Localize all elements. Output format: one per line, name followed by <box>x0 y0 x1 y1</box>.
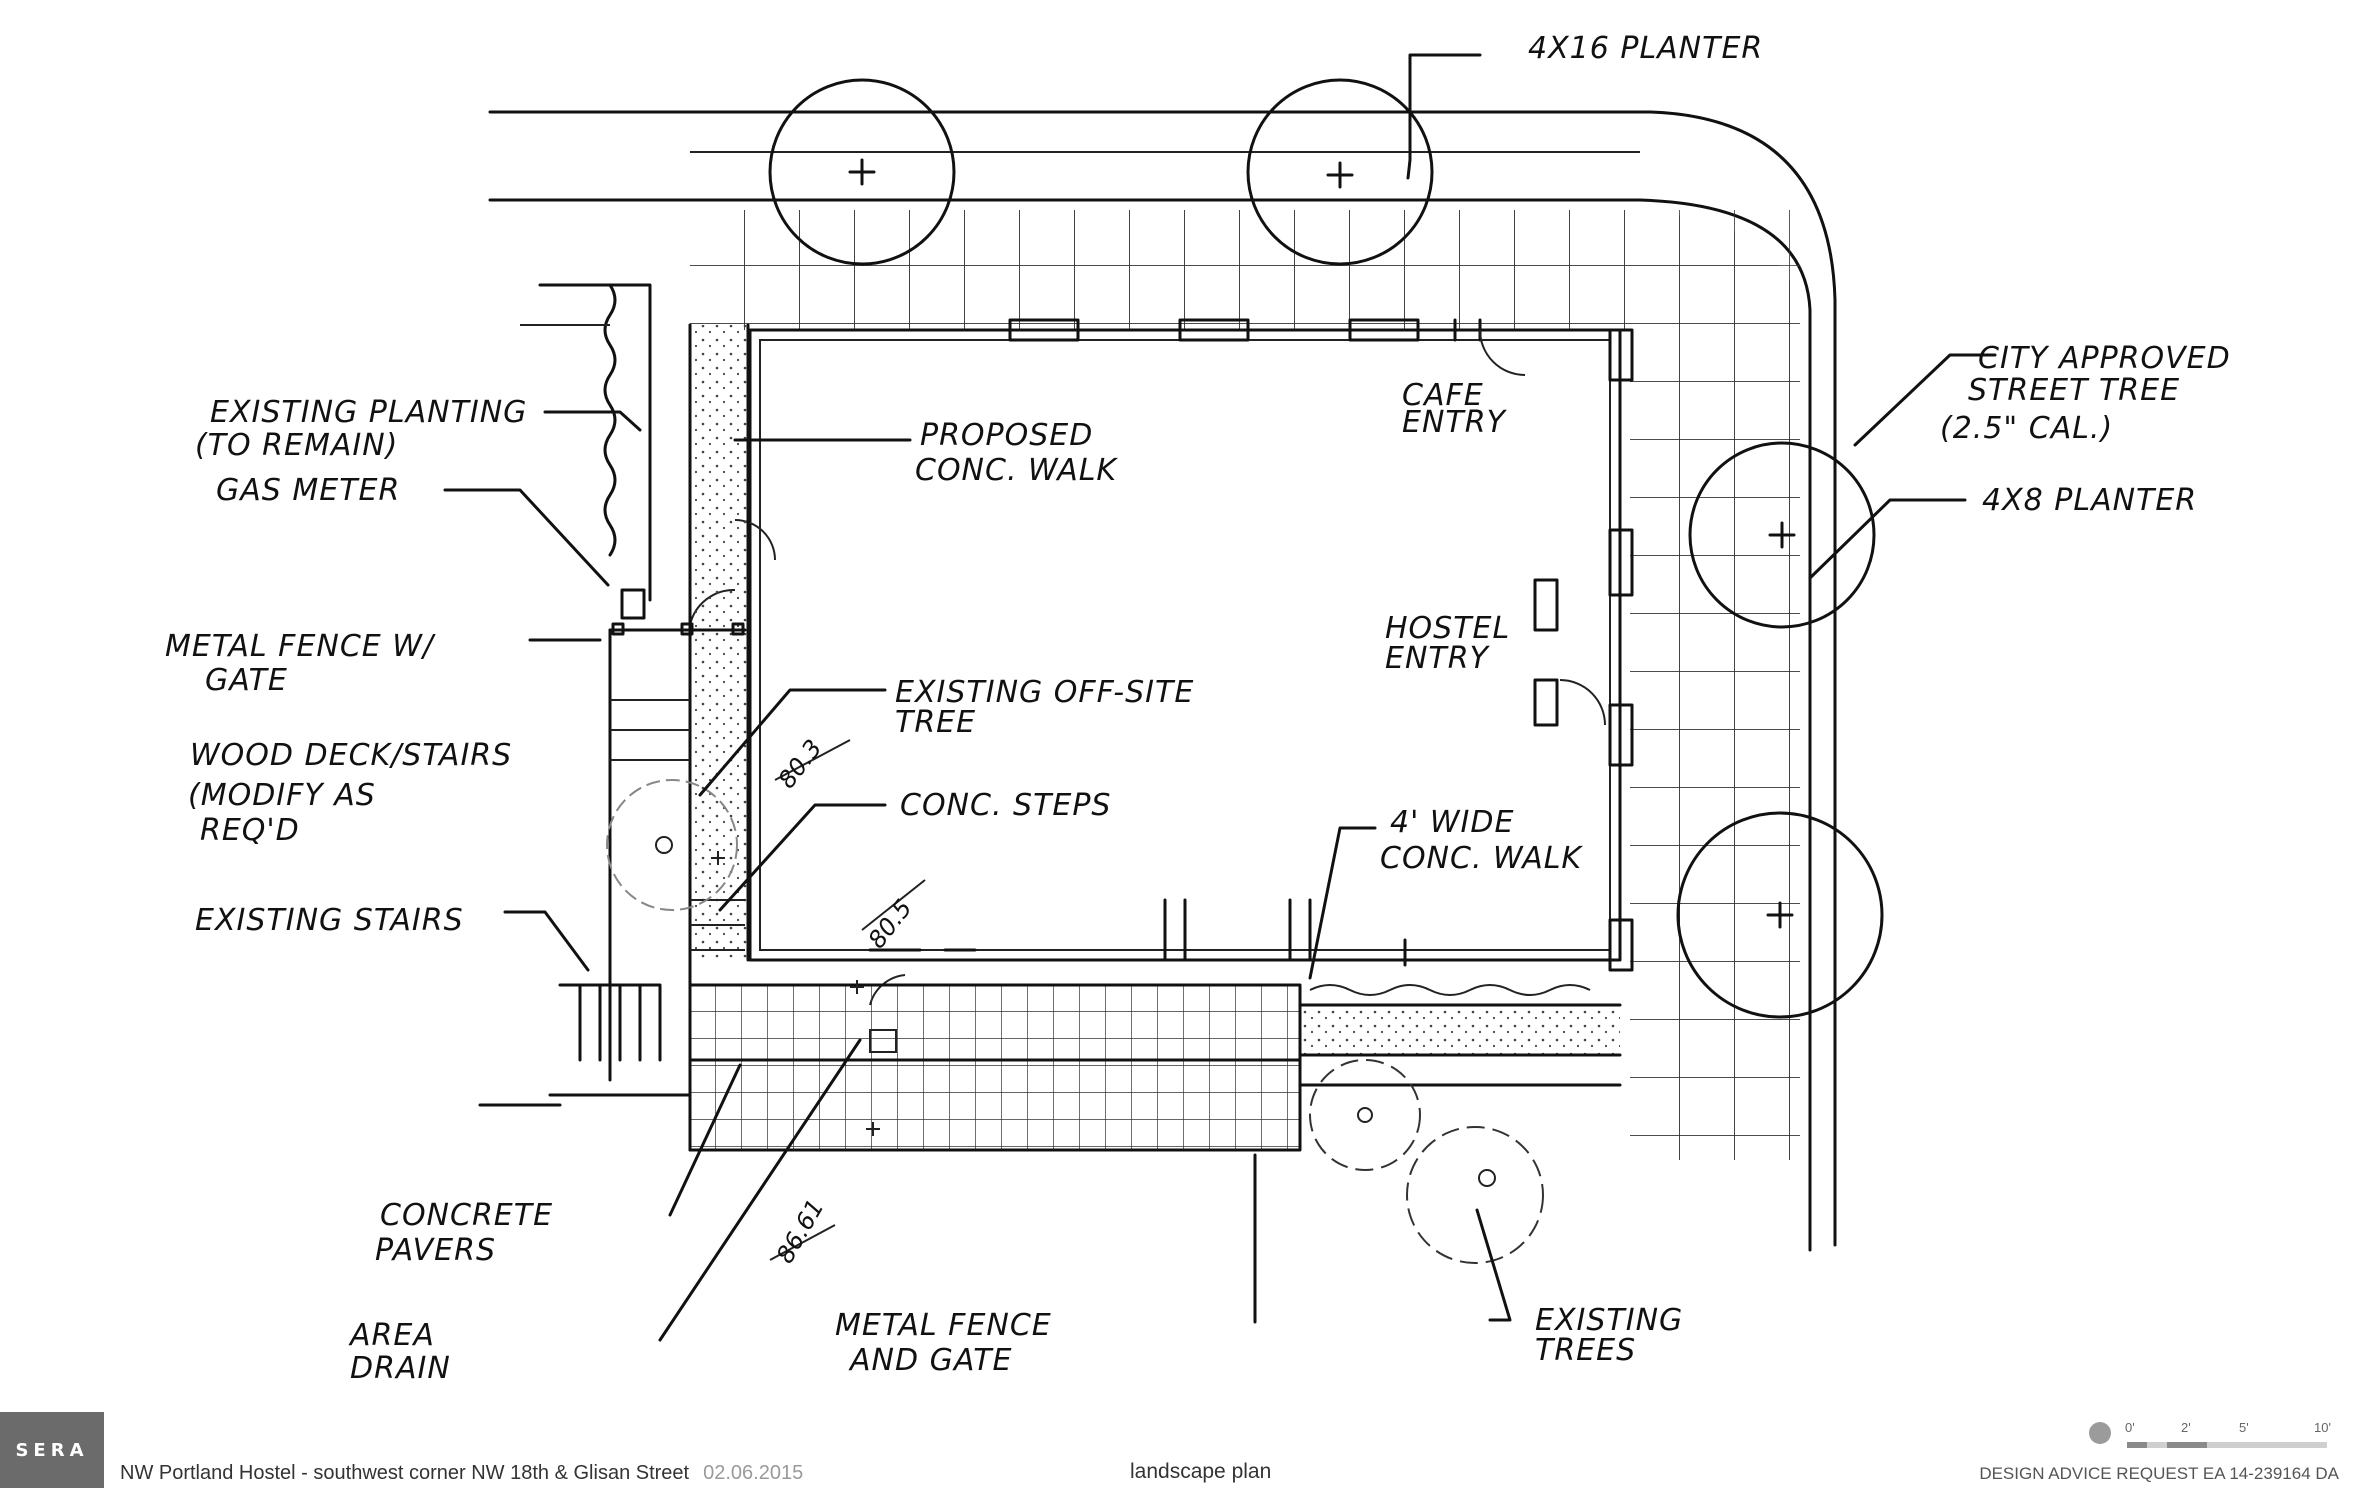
label-city-tree-2: STREET TREE <box>1968 373 2180 408</box>
label-wide-walk-2: CONC. WALK <box>1380 841 1583 876</box>
scale-label-10: 10' <box>2314 1420 2331 1435</box>
label-conc-steps: CONC. STEPS <box>900 788 1111 823</box>
annotation-labels: 4X16 PLANTER CITY APPROVED STREET TREE (… <box>165 31 2231 1386</box>
project-title: NW Portland Hostel - southwest corner NW… <box>120 1462 803 1485</box>
review-reference: DESIGN ADVICE REQUEST EA 14-239164 DA <box>1979 1464 2339 1483</box>
label-elev-1: 80.3 <box>773 734 828 793</box>
label-city-tree-3: (2.5" CAL.) <box>1940 411 2113 446</box>
label-cafe-2: ENTRY <box>1402 405 1508 440</box>
street-tree-2 <box>1246 78 1434 266</box>
wide-conc-walk <box>1298 984 1622 1087</box>
project-name: NW Portland Hostel - southwest corner NW… <box>120 1462 690 1484</box>
fence-and-stairs <box>478 622 747 1107</box>
label-area-drain-1: AREA <box>348 1318 435 1353</box>
label-hostel-1: HOSTEL <box>1385 611 1510 646</box>
label-city-tree-1: CITY APPROVED <box>1978 341 2231 376</box>
scale-label-5: 5' <box>2239 1420 2249 1435</box>
label-wood-deck-1: WOOD DECK/STAIRS <box>190 738 512 773</box>
existing-trees <box>606 779 1544 1264</box>
label-fence-gate-2: AND GATE <box>848 1343 1012 1378</box>
label-existing-trees-1: EXISTING <box>1535 1303 1683 1338</box>
label-concrete-pavers-2: PAVERS <box>375 1233 496 1268</box>
scale-bar-graphic <box>2127 1442 2327 1448</box>
label-fence-gate-1: METAL FENCE <box>835 1308 1052 1343</box>
project-date: 02.06.2015 <box>703 1462 804 1484</box>
leader-lines <box>443 53 1997 1342</box>
label-gas-meter: GAS METER <box>216 473 400 508</box>
scale-label-2: 2' <box>2181 1420 2191 1435</box>
spot-markers <box>711 851 880 1136</box>
street-trees <box>768 78 1884 1019</box>
street-tree-3 <box>1688 441 1876 629</box>
label-4x8-planter: 4X8 PLANTER <box>1982 483 2197 518</box>
label-elev-3: 86.61 <box>771 1194 830 1268</box>
logo-text: SERA <box>15 1439 89 1461</box>
label-wood-deck-2: (MODIFY AS <box>188 778 376 813</box>
label-area-drain-2: DRAIN <box>350 1351 451 1386</box>
label-existing-planting-1: EXISTING PLANTING <box>210 395 527 430</box>
sera-logo: SERA <box>0 1412 104 1488</box>
label-4x16-planter: 4X16 PLANTER <box>1528 31 1763 66</box>
sidewalk-grid <box>690 210 1800 1160</box>
label-metal-fence-1: METAL FENCE W/ <box>165 629 436 664</box>
label-hostel-2: ENTRY <box>1385 641 1491 676</box>
label-metal-fence-2: GATE <box>205 663 288 698</box>
label-wood-deck-3: REQ'D <box>200 813 300 848</box>
street-tree-4 <box>1676 811 1884 1019</box>
label-existing-trees-2: TREES <box>1535 1333 1636 1368</box>
sheet-title: landscape plan <box>1130 1460 1272 1483</box>
label-existing-planting-2: (TO REMAIN) <box>195 428 398 463</box>
scale-label-0: 0' <box>2125 1420 2135 1435</box>
label-wide-walk-1: 4' WIDE <box>1390 805 1514 840</box>
building-outline <box>689 318 1634 1006</box>
label-offsite-tree-1: EXISTING OFF-SITE <box>895 675 1194 710</box>
concrete-pavers <box>688 983 1302 1152</box>
label-cafe-1: CAFE <box>1402 378 1484 413</box>
label-existing-stairs: EXISTING STAIRS <box>195 903 464 938</box>
label-proposed-1: PROPOSED <box>920 418 1093 453</box>
scale-bar: 0' 2' 5' 10' <box>2089 1420 2339 1460</box>
street-tree-1 <box>768 78 956 266</box>
north-arrow-icon <box>2089 1422 2111 1444</box>
existing-planting <box>520 283 652 620</box>
label-proposed-2: CONC. WALK <box>915 453 1118 488</box>
label-offsite-tree-2: TREE <box>895 705 976 740</box>
title-block: SERA NW Portland Hostel - southwest corn… <box>0 1400 2361 1494</box>
label-concrete-pavers-1: CONCRETE <box>380 1198 553 1233</box>
